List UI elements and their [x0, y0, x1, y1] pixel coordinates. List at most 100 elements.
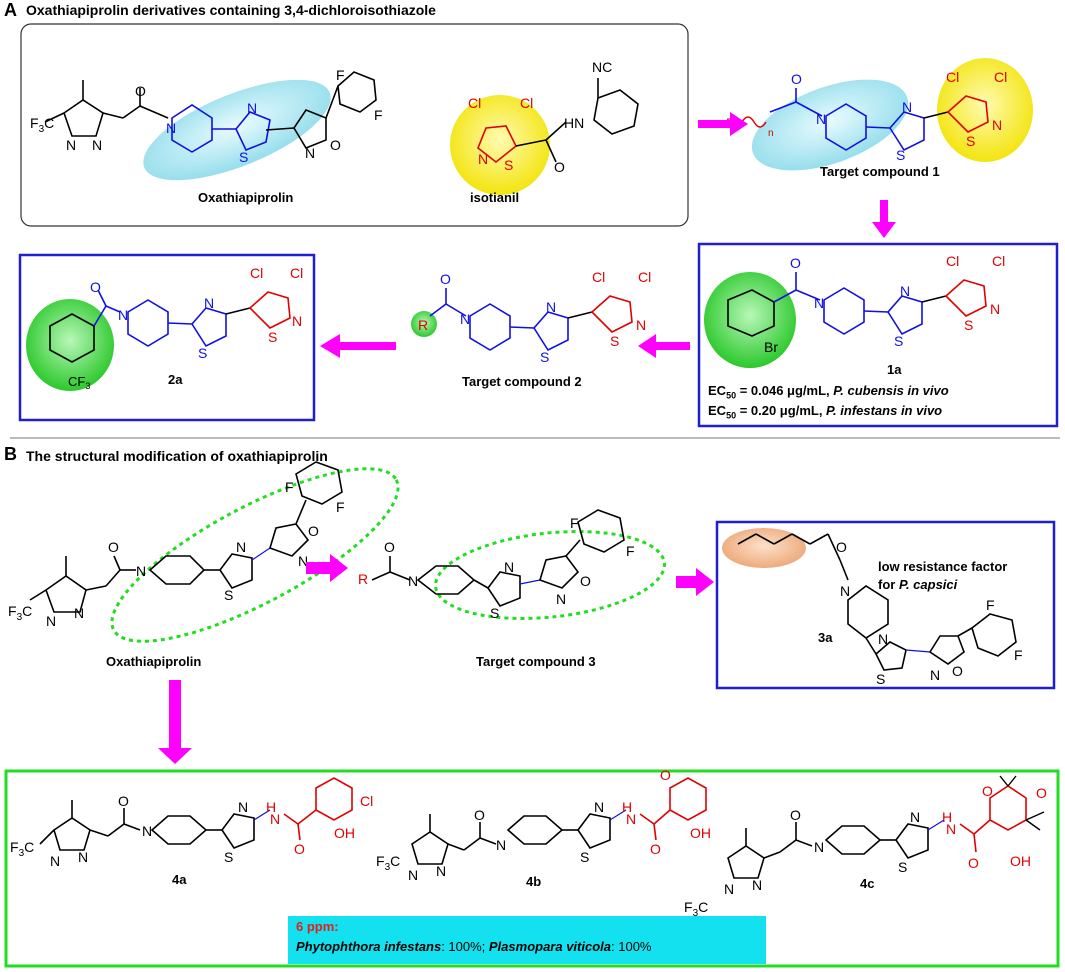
- ec50-line-1: EC50 = 0.046 μg/mL, P. cubensis in vivo: [708, 383, 949, 401]
- svg-text:O: O: [660, 767, 671, 783]
- svg-text:F: F: [336, 67, 345, 83]
- svg-text:N: N: [504, 559, 514, 575]
- svg-text:N: N: [136, 563, 146, 579]
- panel-b-letter: B: [4, 444, 17, 464]
- svg-text:R: R: [358, 571, 368, 587]
- svg-text:Cl: Cl: [946, 69, 959, 85]
- svg-text:Cl: Cl: [360, 793, 373, 809]
- svg-text:H: H: [942, 809, 952, 825]
- svg-text:N: N: [840, 583, 850, 599]
- svg-text:Cl: Cl: [290, 265, 303, 281]
- svg-text:R: R: [418, 317, 428, 333]
- svg-text:S: S: [224, 849, 233, 865]
- svg-text:N: N: [460, 311, 470, 327]
- svg-text:N: N: [298, 553, 308, 569]
- svg-text:O: O: [90, 279, 101, 295]
- svg-text:S: S: [504, 157, 513, 173]
- svg-text:H: H: [266, 799, 276, 815]
- svg-text:N: N: [436, 863, 446, 879]
- svg-text:Cl: Cl: [250, 265, 263, 281]
- activity-results: Phytophthora infestans: 100%; Plasmopara…: [296, 939, 652, 954]
- arrow-oxa-to-target3: [306, 554, 348, 582]
- svg-text:Cl: Cl: [946, 253, 959, 269]
- svg-text:F: F: [374, 107, 383, 123]
- svg-text:Cl: Cl: [994, 69, 1007, 85]
- svg-text:N: N: [902, 99, 912, 115]
- compound-4a-structure: [39, 777, 353, 851]
- svg-text:F: F: [336, 499, 345, 515]
- svg-text:O: O: [580, 573, 591, 589]
- svg-text:F3C: F3C: [684, 899, 708, 919]
- svg-text:O: O: [790, 807, 801, 823]
- arrow-target3-to-3a: [676, 568, 714, 596]
- oxathiapiprolin-label-b: Oxathiapiprolin: [106, 654, 202, 669]
- svg-text:N: N: [814, 839, 824, 855]
- svg-text:S: S: [224, 587, 233, 603]
- svg-text:CF3: CF3: [68, 374, 90, 391]
- compound-4c-structure: [727, 775, 1045, 879]
- svg-text:O: O: [108, 539, 119, 555]
- note-3a-line-1: low resistance factor: [878, 559, 1008, 574]
- svg-text:N: N: [78, 849, 88, 865]
- target-compound-3-label: Target compound 3: [476, 654, 596, 669]
- svg-text:N: N: [814, 295, 824, 311]
- svg-text:N: N: [408, 573, 418, 589]
- svg-text:O: O: [1036, 785, 1047, 801]
- svg-text:Cl: Cl: [520, 95, 533, 111]
- svg-text:N: N: [118, 307, 128, 323]
- svg-text:N: N: [305, 145, 315, 161]
- svg-text:N: N: [166, 120, 176, 136]
- compound-4-series-box: [4, 769, 1060, 968]
- svg-text:F: F: [1014, 647, 1023, 663]
- compound-3a-label: 3a: [818, 630, 833, 645]
- svg-text:N: N: [50, 853, 60, 869]
- svg-text:O: O: [384, 539, 395, 555]
- target-compound-3-structure: [371, 509, 666, 620]
- compound-4b-label: 4b: [526, 874, 542, 889]
- svg-text:F3C: F3C: [10, 839, 34, 859]
- svg-text:O: O: [135, 83, 146, 99]
- activity-dose: 6 ppm:: [296, 919, 339, 934]
- svg-text:Cl: Cl: [592, 269, 605, 285]
- target-compound-2-label: Target compound 2: [462, 374, 582, 389]
- svg-text:O: O: [330, 137, 341, 153]
- svg-text:O: O: [440, 271, 451, 287]
- arrow-1a-to-target2: [638, 334, 690, 358]
- oxathiapiprolin-structure-b: [29, 461, 400, 643]
- svg-text:N: N: [236, 539, 246, 555]
- svg-text:F: F: [570, 515, 579, 531]
- svg-text:N: N: [816, 111, 826, 127]
- svg-text:O: O: [118, 793, 129, 809]
- svg-text:S: S: [198, 345, 207, 361]
- svg-text:Cl: Cl: [638, 269, 651, 285]
- compound-4a-label: 4a: [172, 872, 187, 887]
- svg-text:O: O: [650, 841, 661, 857]
- svg-text:O: O: [791, 71, 802, 87]
- svg-text:S: S: [894, 333, 903, 349]
- svg-text:H: H: [622, 799, 632, 815]
- svg-text:S: S: [580, 849, 589, 865]
- oxathiapiprolin-structure-a: [44, 71, 377, 181]
- svg-text:N: N: [204, 295, 214, 311]
- arrow-target1-to-1a: [872, 200, 896, 238]
- svg-text:N: N: [990, 301, 1000, 317]
- ec50-line-2: EC50 = 0.20 μg/mL, P. infestans in vivo: [708, 403, 943, 421]
- svg-text:HN: HN: [564, 115, 584, 131]
- svg-text:F: F: [626, 543, 635, 559]
- svg-text:N: N: [74, 605, 84, 621]
- svg-text:N: N: [496, 837, 506, 853]
- isotianil-structure: [450, 78, 639, 195]
- svg-text:N: N: [724, 881, 734, 897]
- svg-text:N: N: [92, 137, 102, 153]
- cf3-label-a: F3C: [30, 115, 54, 135]
- activity-highlight-box: 6 ppm: Phytophthora infestans: 100%; Pla…: [288, 916, 766, 964]
- svg-text:N: N: [878, 631, 888, 647]
- svg-text:N: N: [247, 100, 257, 116]
- svg-text:N: N: [46, 613, 56, 629]
- compound-3a-box: [715, 520, 1056, 690]
- compound-4b-structure: [411, 777, 707, 865]
- svg-text:O: O: [474, 807, 485, 823]
- svg-text:S: S: [540, 349, 549, 365]
- svg-text:N: N: [556, 591, 566, 607]
